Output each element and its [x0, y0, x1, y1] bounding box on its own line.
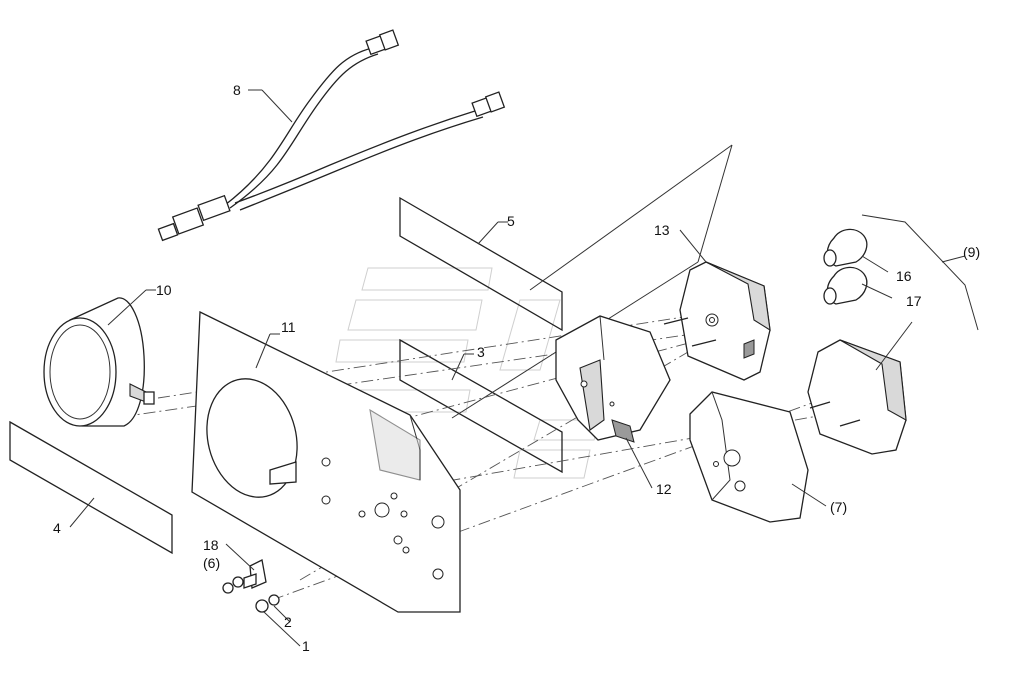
mounting-plate — [191, 310, 461, 613]
lens-cover-7 — [689, 391, 827, 523]
bulb-17 — [823, 266, 893, 305]
callout-9: (9) — [963, 244, 980, 260]
callout-5: 5 — [507, 213, 515, 229]
round-lamp — [43, 289, 156, 427]
leader-9 — [861, 214, 979, 331]
y-harness-cable — [157, 29, 506, 242]
callout-2: 2 — [284, 614, 292, 630]
callout-6: (6) — [203, 555, 220, 571]
bulb-16 — [823, 228, 889, 273]
callout-3: 3 — [477, 344, 485, 360]
callout-18: 18 — [203, 537, 219, 553]
connector-left — [157, 194, 231, 242]
callout-16: 16 — [896, 268, 912, 284]
callouts: 8 5 13 (9) 16 17 10 11 3 12 (7) 4 18 (6)… — [53, 82, 980, 654]
bracket-12 — [555, 315, 671, 489]
callout-12: 12 — [656, 481, 672, 497]
connector-right — [471, 91, 506, 118]
callout-8: 8 — [233, 82, 241, 98]
callout-17: 17 — [906, 293, 922, 309]
connector-top — [365, 29, 400, 56]
callout-1: 1 — [302, 638, 310, 654]
callout-13: 13 — [654, 222, 670, 238]
lamp-body-9 — [807, 321, 913, 455]
callout-7: (7) — [830, 499, 847, 515]
callout-4: 4 — [53, 520, 61, 536]
callout-11: 11 — [281, 319, 296, 335]
label-sheet-4 — [9, 420, 173, 555]
rear-lamp-13 — [663, 229, 771, 381]
label-sheet-5 — [399, 196, 563, 332]
hardware — [222, 543, 301, 647]
callout-10: 10 — [156, 282, 172, 298]
label-sheet-3 — [399, 338, 563, 474]
